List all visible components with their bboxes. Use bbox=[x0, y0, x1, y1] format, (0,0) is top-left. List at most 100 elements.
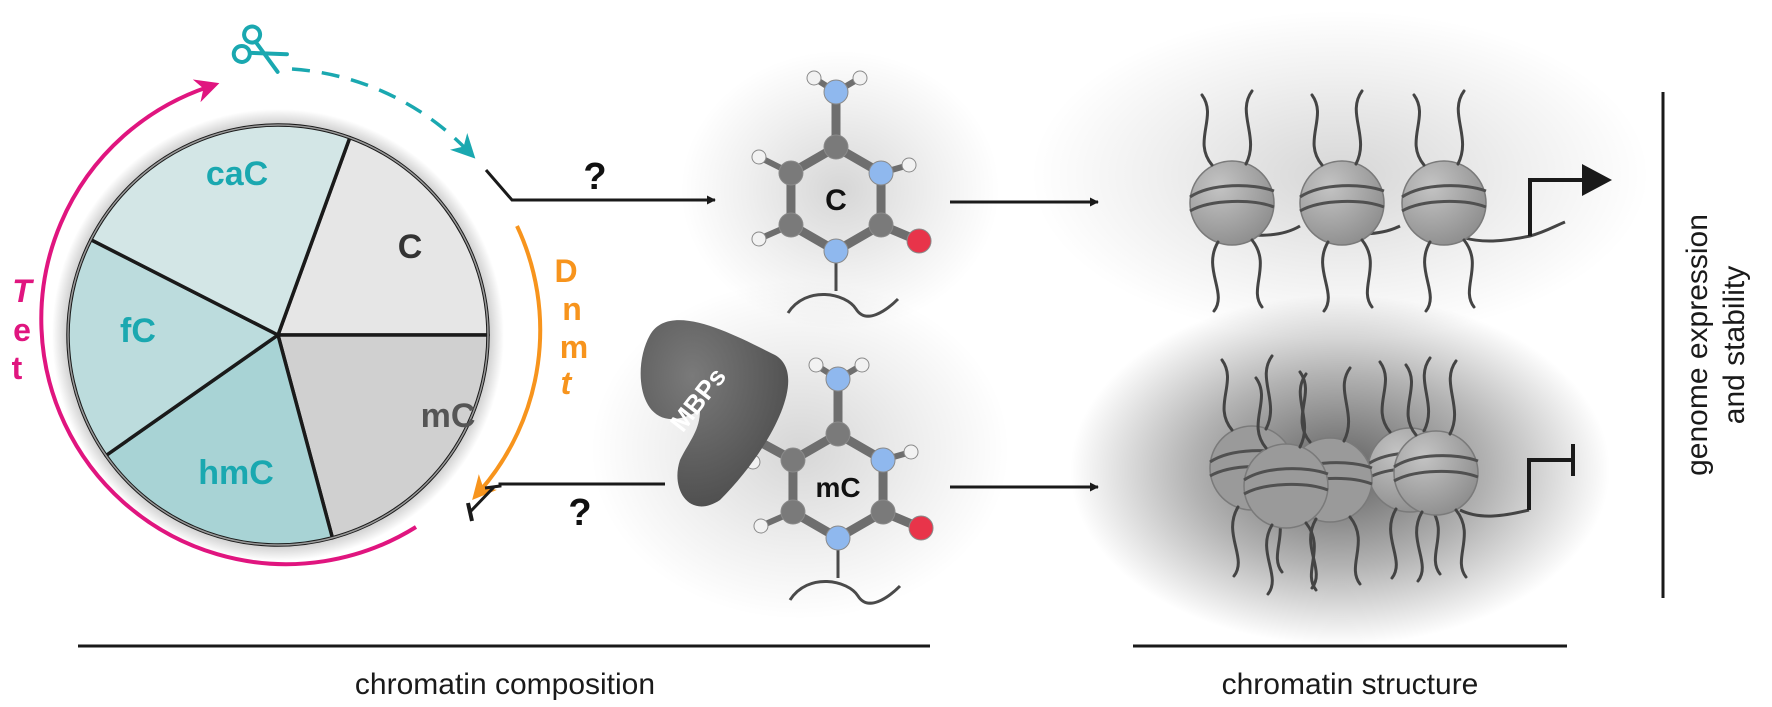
hydrogen-atom bbox=[854, 357, 870, 373]
carbon-atom bbox=[823, 134, 849, 160]
nucleosome bbox=[1401, 89, 1487, 313]
histone-tail bbox=[1254, 376, 1268, 450]
nitrogen-atom bbox=[823, 79, 849, 105]
dna-wrap bbox=[1299, 184, 1385, 199]
histone-tail bbox=[1250, 238, 1264, 309]
pie-slices bbox=[66, 123, 490, 547]
histone-tail bbox=[1415, 510, 1424, 583]
histone-tail bbox=[1342, 366, 1352, 443]
pie-label-c: C bbox=[398, 228, 423, 266]
histone-tail bbox=[1264, 354, 1274, 431]
histone-tail bbox=[1304, 521, 1318, 592]
dna-wrap bbox=[1243, 467, 1329, 482]
tet-arc-arrow bbox=[39, 79, 418, 567]
hydrogen-atom bbox=[808, 357, 824, 373]
tet-letter: T bbox=[12, 273, 34, 309]
histone-tail bbox=[1231, 505, 1240, 578]
histone-tail bbox=[1354, 89, 1364, 166]
hydrogen-atom bbox=[806, 70, 822, 86]
histone-tail bbox=[1360, 238, 1374, 309]
histone-tail bbox=[1298, 372, 1308, 449]
pie-label-mc: mC bbox=[421, 397, 476, 435]
histone-tail bbox=[1454, 508, 1468, 579]
dna-wrap bbox=[1393, 454, 1479, 469]
active-transcription-arrowhead bbox=[1582, 164, 1612, 196]
mbp-blob bbox=[640, 320, 789, 507]
histone-tail bbox=[1211, 240, 1220, 313]
top-question-mark: ? bbox=[583, 156, 606, 198]
open-chromatin bbox=[1189, 89, 1566, 313]
histone-tail bbox=[1265, 523, 1274, 596]
dna-wrap bbox=[1243, 482, 1329, 496]
oxygen-atom bbox=[908, 515, 934, 541]
nitrogen-atom bbox=[823, 238, 849, 264]
dna-wrap bbox=[1393, 469, 1479, 483]
pie-label-fc: fC bbox=[120, 312, 156, 350]
histone-tail bbox=[1462, 238, 1476, 309]
hydrogen-atom bbox=[903, 444, 919, 460]
carbon-atom bbox=[780, 499, 806, 525]
pie-label-cac: caC bbox=[206, 155, 268, 193]
histone-tail bbox=[1378, 360, 1392, 434]
pie-label-hmc: hmC bbox=[198, 454, 274, 492]
dnmt-letter: t bbox=[561, 365, 573, 401]
compact-chromatin bbox=[1209, 354, 1530, 596]
active-transcription-arrow bbox=[1528, 178, 1598, 236]
cytosine-molecule: C bbox=[751, 70, 932, 318]
side-label-line2: and stability bbox=[1718, 266, 1751, 424]
structure-caption: chromatin structure bbox=[1222, 668, 1479, 701]
hydrogen-atom bbox=[852, 70, 868, 86]
hydrogen-atom bbox=[901, 157, 917, 173]
nitrogen-atom bbox=[825, 525, 851, 551]
top-base-halo bbox=[680, 50, 1000, 330]
dnmt-letter: D bbox=[554, 253, 577, 289]
bottom-pathway-line bbox=[484, 482, 665, 490]
carbon-atom bbox=[825, 421, 851, 447]
backbone-strand bbox=[786, 263, 900, 318]
histone-tail bbox=[1389, 507, 1398, 580]
carbon-atom bbox=[868, 212, 894, 238]
carbon-atom bbox=[780, 447, 806, 473]
tet-letter: t bbox=[12, 350, 23, 386]
nucleosome bbox=[1189, 89, 1275, 313]
dna-wrap bbox=[1189, 184, 1275, 199]
side-label: genome expression and stability bbox=[1681, 214, 1751, 476]
dna-wrap bbox=[1401, 184, 1487, 199]
composition-caption: chromatin composition bbox=[355, 668, 655, 701]
base-label: C bbox=[825, 184, 847, 217]
dnmt-arc-arrow bbox=[472, 225, 543, 501]
histone-tail bbox=[1456, 89, 1466, 166]
tet-letter: e bbox=[13, 312, 31, 348]
bottom-question-mark: ? bbox=[568, 492, 591, 534]
nucleosome bbox=[1393, 359, 1479, 583]
histone-tail bbox=[1423, 240, 1432, 313]
pie-labels: CmC hmC fC caC bbox=[120, 155, 475, 492]
side-label-line1: genome expression bbox=[1681, 214, 1714, 476]
dna-wrap bbox=[1189, 199, 1275, 213]
dna-wrap bbox=[1401, 199, 1487, 213]
dna-wrap bbox=[1299, 199, 1385, 213]
dnmt-letter: m bbox=[560, 329, 588, 365]
top-pathway-arrow bbox=[484, 169, 716, 205]
histone-tail bbox=[1321, 240, 1330, 313]
nitrogen-atom bbox=[870, 447, 896, 473]
pie-rim bbox=[67, 124, 489, 546]
modification-pie: CmC hmC fC caC bbox=[52, 109, 504, 561]
base-label: mC bbox=[815, 472, 860, 503]
carbon-atom bbox=[778, 212, 804, 238]
nitrogen-atom bbox=[825, 366, 851, 392]
linker-dna bbox=[1459, 508, 1530, 518]
histone-tail bbox=[1310, 93, 1324, 167]
bottom-pathway-connector bbox=[468, 485, 496, 514]
histone-tail bbox=[1448, 359, 1458, 436]
scissors-icon bbox=[231, 24, 289, 74]
carbon-atom bbox=[778, 160, 804, 186]
oxygen-atom bbox=[906, 228, 932, 254]
tet-label: Tet bbox=[12, 273, 35, 386]
hydrogen-atom bbox=[753, 518, 769, 534]
excision-dashed-arrow bbox=[291, 67, 476, 159]
histone-tail bbox=[1404, 363, 1418, 437]
dnmt-letter: n bbox=[562, 291, 582, 327]
histone-tail bbox=[1200, 93, 1214, 167]
